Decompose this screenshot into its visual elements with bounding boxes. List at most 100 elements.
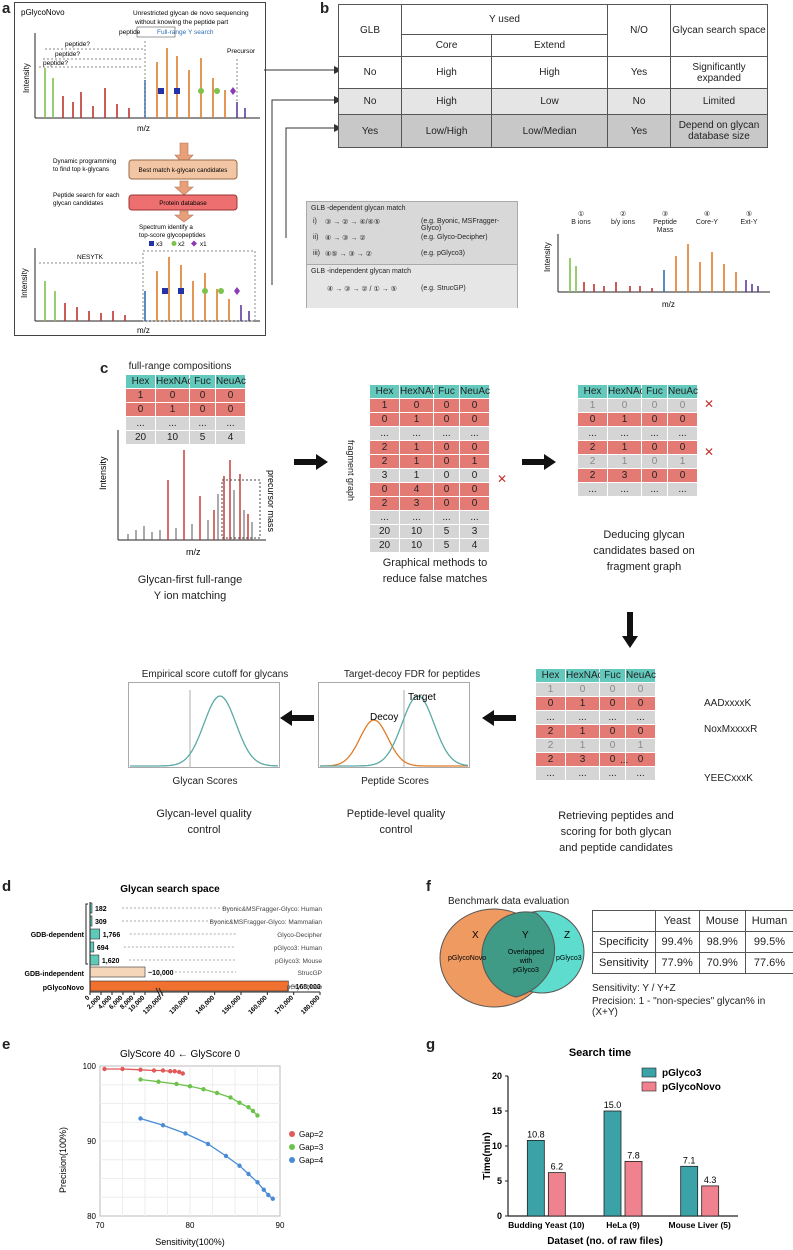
c-gly-scores: Glycan Scores <box>172 776 238 787</box>
g-ytick: 20 <box>492 1071 502 1081</box>
d-bar-value: ~10,000 <box>148 970 174 977</box>
c-pep-ellipsis: ... <box>620 755 629 766</box>
c-pep-cell: 0 <box>536 697 566 710</box>
b-r1-space: Significantly expanded <box>670 56 768 89</box>
c-cap4: Retrieving peptides and scoring for both… <box>546 808 686 856</box>
c-mid-cell: 0 <box>460 413 490 426</box>
e-point <box>250 1108 256 1114</box>
c-cap3: Deducing glycan candidates based on frag… <box>574 527 714 575</box>
connector-2 <box>271 99 334 285</box>
c-pep-cell: 1 <box>566 725 600 738</box>
f-r2-1: 77.9% <box>654 952 700 974</box>
b-r3-glb: Yes <box>338 114 402 148</box>
a-legend-square <box>149 241 154 246</box>
e-point <box>160 1068 166 1073</box>
b-dep-2-formula: ④ → ③ → ② <box>325 235 366 242</box>
b-leg-label-1: B ions <box>571 219 591 226</box>
f-r2-2: 70.9% <box>698 952 746 974</box>
e-point <box>187 1084 193 1089</box>
e-point <box>138 1116 143 1121</box>
f-mid2: with <box>519 958 533 965</box>
g-legend-label: pGlycoNovo <box>662 1082 721 1093</box>
g-bar-label: 7.1 <box>683 1155 696 1165</box>
c-mid-cell: 20 <box>370 539 400 552</box>
f-r1-2: 98.9% <box>698 931 746 953</box>
c-left-cell: 0 <box>190 389 216 402</box>
c-left-header-cell: HexNAc <box>156 375 193 388</box>
c-right-row: ............ <box>578 427 698 440</box>
panel-label-f: f <box>426 878 431 895</box>
c-pep-q: Peptide-level quality control <box>326 806 466 838</box>
f-overlap <box>481 911 556 998</box>
f-r2-3: 77.6% <box>744 952 793 974</box>
g-category-label: Mouse Liver (5) <box>668 1220 731 1230</box>
c-mid-cell: ... <box>434 427 460 440</box>
c-right-cell: ... <box>642 483 668 496</box>
c-cap3a: Deducing glycan <box>603 529 685 541</box>
c-mid-cell: 10 <box>400 525 434 538</box>
c-pep-cell: 0 <box>626 697 656 710</box>
c-cap4b: scoring for both glycan <box>560 826 672 838</box>
f-th-2: Mouse <box>698 910 746 932</box>
b-leg-label-4: Core-Y <box>695 219 719 226</box>
f-th-3: Human <box>744 910 793 932</box>
e-ytick: 100 <box>83 1062 97 1071</box>
c-right-cell: 0 <box>668 469 698 482</box>
c-decoy: Decoy <box>370 712 398 723</box>
c-mid-cell: 0 <box>434 413 460 426</box>
e-xlabel: Sensitivity(100%) <box>155 1237 225 1247</box>
c-right-cell: 1 <box>578 399 608 412</box>
d-bar <box>89 966 146 978</box>
c-pep-cell: 0 <box>600 697 626 710</box>
a-peptide: peptide <box>119 29 141 36</box>
c-arrow-2 <box>522 454 556 470</box>
b-r3-space: Depend on glycan database size <box>670 114 768 148</box>
g-xlabel: Dataset (no. of raw files) <box>547 1236 663 1247</box>
c-arrow-3 <box>622 612 638 648</box>
b-r3-no: Yes <box>607 114 671 148</box>
c-left-cell: 4 <box>216 431 246 444</box>
c-pep-scores: Peptide Scores <box>361 776 429 787</box>
b-leg-label-2: b/y ions <box>610 219 636 226</box>
b-leg-label-5: Ext-Y <box>740 219 758 226</box>
c-pep-cell: 0 <box>600 739 626 752</box>
f-venn: X Y Z pGlycoNovo pGlyco3 Overlapped with… <box>439 908 585 1008</box>
d-bracket <box>85 903 88 965</box>
c-left-cell: 20 <box>126 431 156 444</box>
c-fdr-title: Target-decoy FDR for peptides <box>343 669 481 680</box>
b-dep-3-formula: ④⑤ → ③ → ② <box>325 251 372 258</box>
a-precursor-guides <box>144 41 238 118</box>
c-emp-plot <box>128 682 280 768</box>
e-point <box>138 1077 143 1082</box>
panel-label-g: g <box>426 1036 436 1053</box>
c-right-cell: 0 <box>578 413 608 426</box>
f-th-0 <box>592 910 656 932</box>
c-arrow-1-shape <box>294 454 328 470</box>
d-tick-label: 160,000 <box>247 994 269 1016</box>
c-cap1: Glycan-first full-range Y ion matching <box>100 572 280 604</box>
b-r2-glb: No <box>338 88 402 115</box>
e-ytick: 80 <box>87 1212 96 1221</box>
a-intensity: Intensity <box>22 63 31 93</box>
a-legend-diamond <box>191 240 197 247</box>
a-step1b: to find top k-glycans <box>53 166 109 173</box>
a-mz2: m/z <box>137 326 150 335</box>
e-point <box>151 1068 157 1073</box>
c-pep-header-cell: NeuAc <box>626 669 657 682</box>
b-dep-1-n: i) <box>313 218 317 225</box>
c-pep-cell: ... <box>566 711 600 724</box>
f-note2: Precision: 1 - "non-species" glycan% in … <box>592 996 766 1018</box>
c-pep-header-cell: HexNAc <box>566 669 603 682</box>
e-point <box>228 1095 233 1100</box>
